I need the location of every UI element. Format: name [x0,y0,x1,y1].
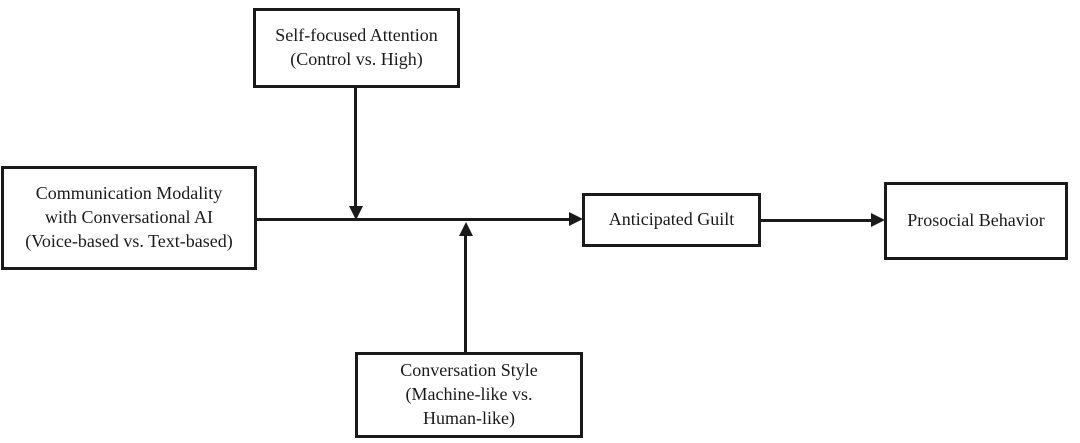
arrow-modality-to-guilt-head-icon [569,212,583,226]
node-label-line: (Control vs. High) [290,49,423,69]
node-label-line: (Voice-based vs. Text-based) [25,230,233,251]
node-label-line: Conversation Style [400,360,538,381]
node-label-line: Self-focused Attention [275,25,438,46]
node-self-focused-attention: Self-focused Attention (Control vs. High… [253,8,460,88]
node-prosocial-behavior: Prosocial Behavior [884,182,1068,260]
node-label-line: Prosocial Behavior [907,210,1045,231]
arrow-style-moderation-shaft [464,236,467,352]
node-label-line: Communication Modality [35,183,223,204]
node-anticipated-guilt: Anticipated Guilt [582,193,761,247]
node-label-line: Anticipated Guilt [608,209,735,230]
arrow-modality-to-guilt-shaft [257,218,570,221]
node-conversation-style: Conversation Style (Machine-like vs. Hum… [355,352,583,438]
node-label-line: (Machine-like vs. [405,384,533,405]
arrow-style-moderation-head-icon [459,222,473,236]
arrow-attention-moderation-shaft [354,88,357,206]
node-label-line: Human-like) [423,407,515,428]
node-communication-modality: Communication Modality with Conversation… [1,166,257,270]
arrow-guilt-to-prosocial-head-icon [871,213,885,227]
arrow-attention-moderation-head-icon [349,206,363,220]
arrow-guilt-to-prosocial-shaft [761,219,872,222]
node-label-line: with Conversational AI [45,207,213,228]
